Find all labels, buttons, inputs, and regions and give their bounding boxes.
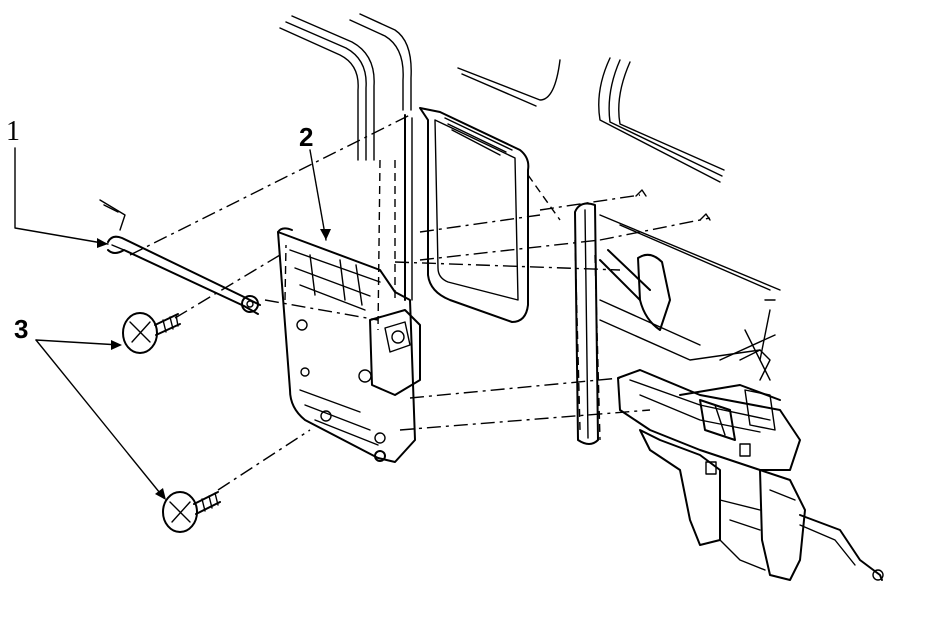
callout-leaders xyxy=(14,147,331,500)
inner-door-panel xyxy=(574,202,781,445)
lock-rod-part-1 xyxy=(99,199,261,315)
assembly-lines xyxy=(129,114,711,491)
screw-lower-part-3 xyxy=(162,491,221,533)
callout-3: 3 xyxy=(14,314,28,344)
callout-1: 1 xyxy=(6,116,20,147)
lock-bracket-part-2 xyxy=(277,227,421,463)
door-lock-mechanism xyxy=(617,309,884,581)
door-window-frame xyxy=(404,107,530,323)
callout-2: 2 xyxy=(299,122,313,152)
screw-upper-part-3 xyxy=(122,312,181,354)
door-frame-outline xyxy=(279,13,725,183)
fastener-marks xyxy=(635,189,776,301)
